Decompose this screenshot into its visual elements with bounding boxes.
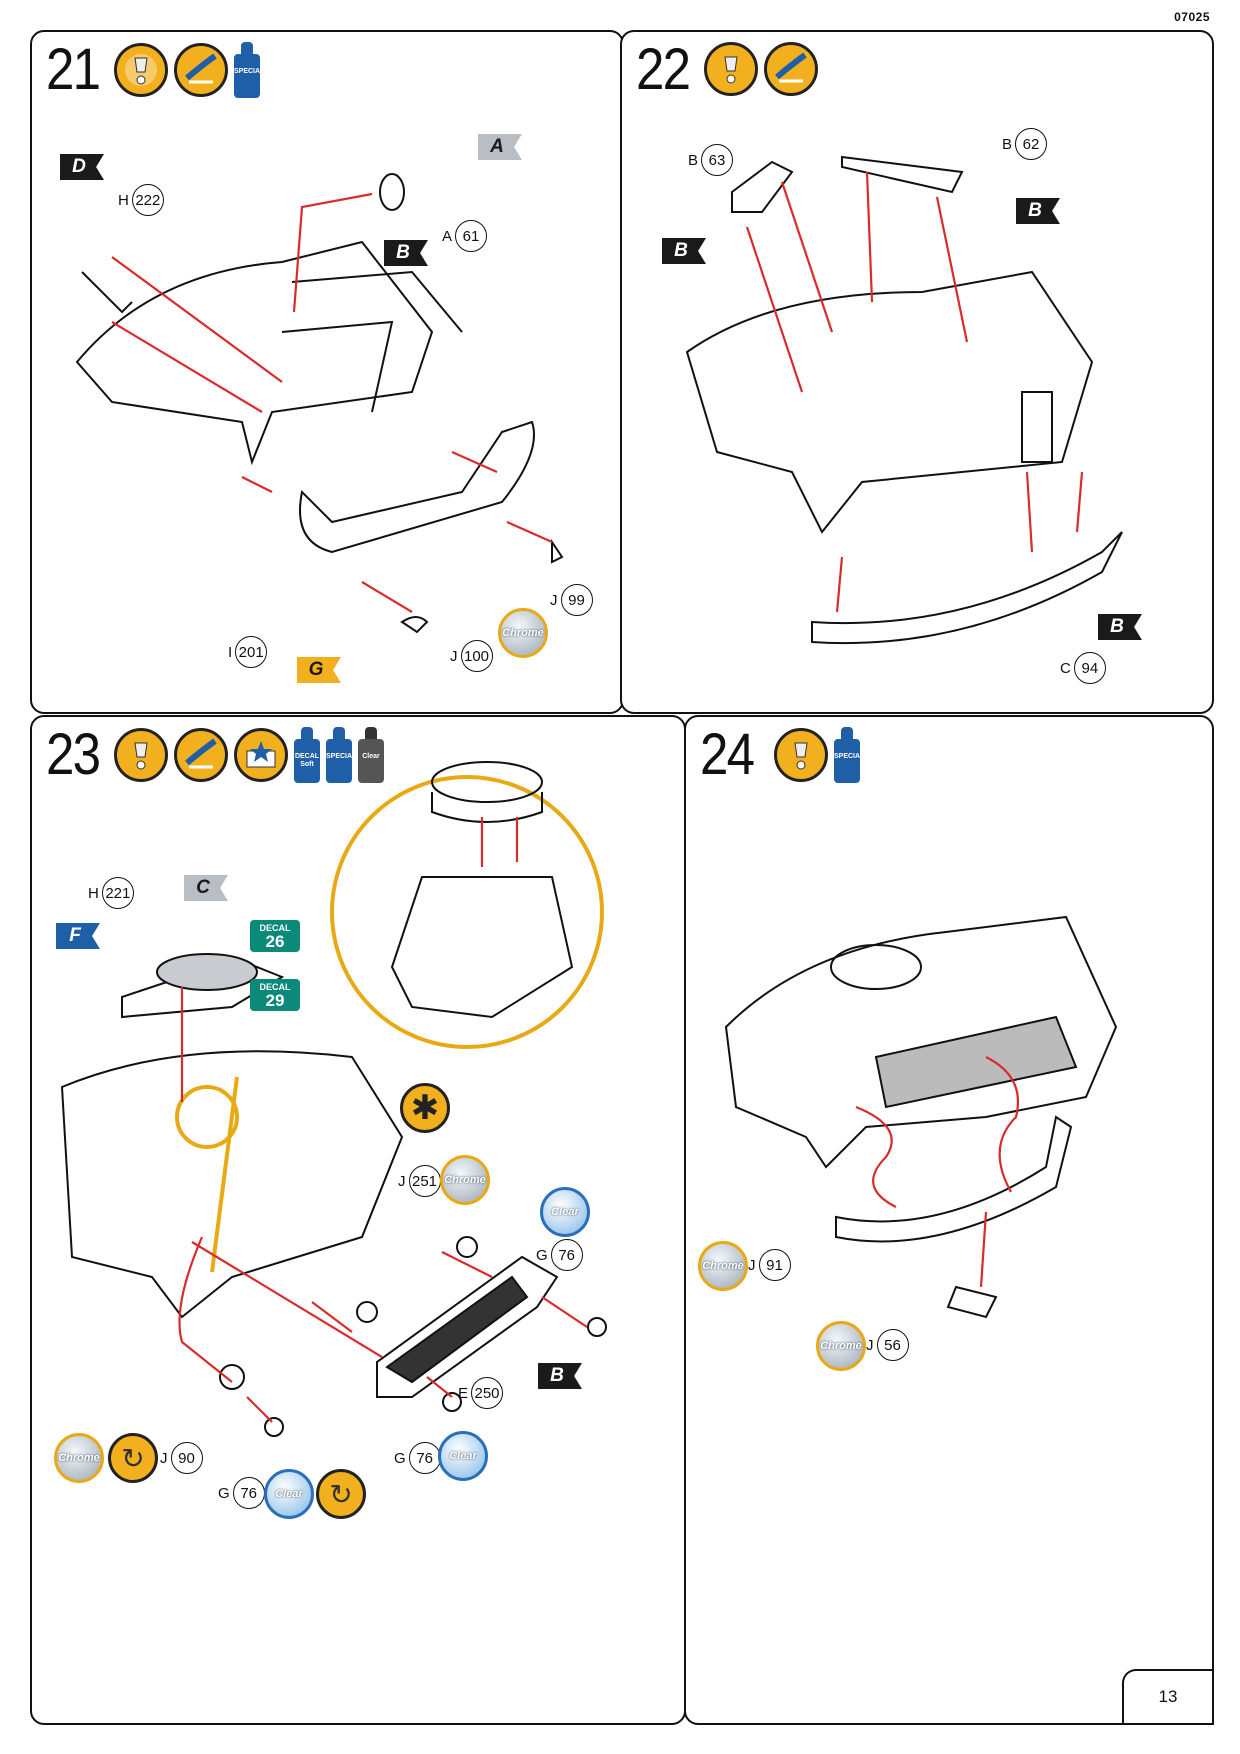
special-bottle-icon: SPECIAL bbox=[326, 727, 356, 783]
paint-icon bbox=[174, 43, 228, 97]
water-decal-icon bbox=[234, 728, 288, 782]
clear-badge-icon: Clear bbox=[540, 1187, 590, 1237]
chrome-badge-icon: Chrome bbox=[440, 1155, 490, 1205]
paint-icon bbox=[174, 728, 228, 782]
step-23-drawing bbox=[60, 761, 607, 1437]
step-icons: DECAL Soft SPECIAL Clear bbox=[114, 727, 384, 783]
clear-badge-icon: Clear bbox=[438, 1431, 488, 1481]
rotate-view-icon: ↻ bbox=[108, 1433, 158, 1483]
glue-icon bbox=[114, 728, 168, 782]
step-number: 23 bbox=[46, 722, 101, 787]
asterisk-note-icon: ✱ bbox=[400, 1083, 450, 1133]
step-number: 21 bbox=[46, 37, 101, 102]
chrome-badge-icon: Chrome bbox=[698, 1241, 748, 1291]
glue-icon bbox=[114, 43, 168, 97]
chrome-badge-icon: Chrome bbox=[54, 1433, 104, 1483]
step-24-drawing bbox=[724, 915, 1118, 1319]
clear-badge-icon: Clear bbox=[264, 1469, 314, 1519]
sprue-flag-g: G bbox=[297, 657, 341, 683]
step-22-drawing bbox=[685, 155, 1123, 645]
step-21-drawing bbox=[75, 173, 564, 634]
step-number: 22 bbox=[636, 37, 691, 102]
rotate-view-icon: ↻ bbox=[316, 1469, 366, 1519]
decal-soft-bottle-icon: DECAL Soft bbox=[294, 727, 320, 783]
step-number: 24 bbox=[700, 722, 755, 787]
paint-icon bbox=[764, 42, 818, 96]
chrome-badge-icon: Chrome bbox=[498, 608, 548, 658]
sprue-flag-c: C bbox=[184, 875, 228, 901]
sprue-flag-b: B bbox=[384, 240, 428, 266]
step-23-panel: 23 DECAL Soft SPECIAL Clear bbox=[30, 715, 686, 1725]
special-bottle-icon: SPECIAL bbox=[234, 42, 264, 98]
glue-icon bbox=[774, 728, 828, 782]
sprue-flag-a: A bbox=[478, 134, 522, 160]
step-icons: SPECIAL bbox=[114, 42, 264, 98]
step-icons: SPECIAL bbox=[774, 727, 864, 783]
chrome-badge-icon: Chrome bbox=[816, 1321, 866, 1371]
page-number: 13 bbox=[1122, 1669, 1212, 1723]
glue-icon bbox=[704, 42, 758, 96]
clear-bottle-icon: Clear bbox=[358, 727, 384, 783]
special-bottle-icon: SPECIAL bbox=[834, 727, 864, 783]
step-icons bbox=[704, 42, 818, 96]
kit-code: 07025 bbox=[1174, 10, 1210, 24]
